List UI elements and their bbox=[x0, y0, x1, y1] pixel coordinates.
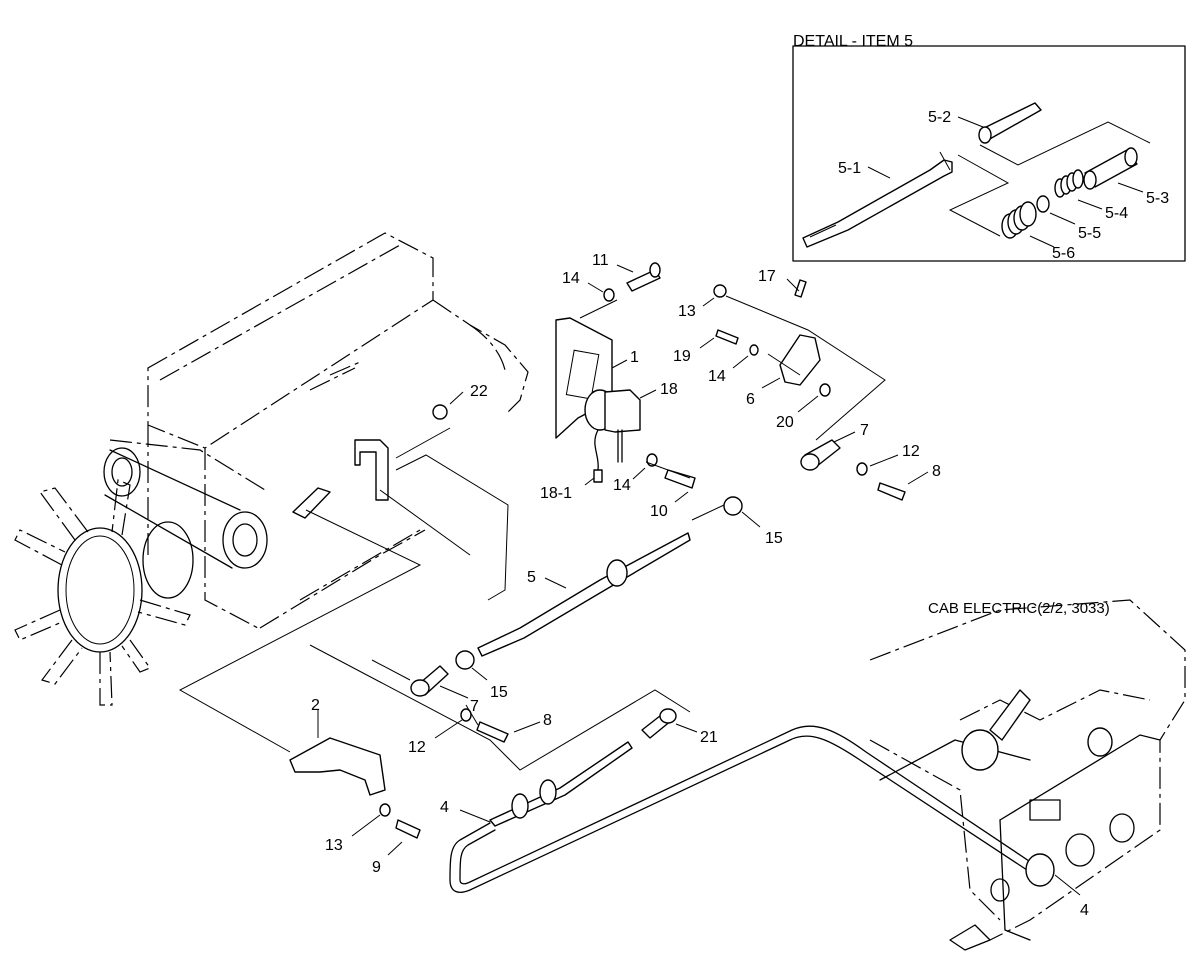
callout-14-top: 14 bbox=[562, 270, 580, 287]
nut-15a bbox=[723, 496, 743, 516]
callout-8-left: 8 bbox=[543, 712, 552, 729]
engine-outline bbox=[103, 232, 529, 629]
callout-9: 9 bbox=[372, 859, 381, 876]
callout-15-left: 15 bbox=[490, 684, 508, 701]
callout-17: 17 bbox=[758, 268, 776, 285]
bolt-19 bbox=[715, 329, 739, 345]
detail-washer-5-5 bbox=[1036, 195, 1050, 213]
callout-7-right: 7 bbox=[860, 422, 869, 439]
callout-labels: 11 14 1 18 18-1 14 10 17 13 19 14 6 20 7… bbox=[311, 252, 1110, 919]
detail-spring-5-6 bbox=[1001, 201, 1037, 239]
detail-rod-5-1 bbox=[802, 151, 953, 248]
lever-6 bbox=[779, 334, 821, 386]
callout-5-5: 5-5 bbox=[1078, 225, 1101, 242]
callout-14-mid: 14 bbox=[613, 477, 631, 494]
cab-electric-label: CAB ELECTRIC(2/2, 3033) bbox=[928, 600, 1110, 617]
callout-18-1: 18-1 bbox=[540, 485, 572, 502]
callout-4-left: 4 bbox=[440, 799, 449, 816]
throttle-cable-4 bbox=[449, 725, 1036, 893]
callout-5-4: 5-4 bbox=[1105, 205, 1128, 222]
engine-link bbox=[292, 487, 331, 519]
callout-19: 19 bbox=[673, 348, 691, 365]
nut-15b bbox=[455, 650, 475, 670]
nut-20 bbox=[819, 383, 831, 397]
bolt-11 bbox=[626, 262, 661, 292]
callout-20: 20 bbox=[776, 414, 794, 431]
callout-13-bottom: 13 bbox=[325, 837, 343, 854]
detail-sleeve-5-3 bbox=[1083, 147, 1138, 190]
nut-13a bbox=[713, 284, 727, 298]
pin-17 bbox=[794, 279, 807, 298]
solenoid-18 bbox=[584, 389, 641, 483]
detail-frame bbox=[792, 45, 1186, 262]
callout-13-top: 13 bbox=[678, 303, 696, 320]
cooling-fan bbox=[14, 479, 191, 706]
callout-22: 22 bbox=[470, 383, 488, 400]
rod-5 bbox=[477, 532, 691, 657]
callout-12-right: 12 bbox=[902, 443, 920, 460]
callout-14-right: 14 bbox=[708, 368, 726, 385]
callout-8-right: 8 bbox=[932, 463, 941, 480]
callout-4-right: 4 bbox=[1080, 902, 1089, 919]
callout-5-6: 5-6 bbox=[1052, 245, 1075, 262]
washer-14a bbox=[603, 288, 615, 302]
washer-12b bbox=[856, 462, 868, 476]
washer-12a bbox=[460, 708, 472, 722]
callout-5-1: 5-1 bbox=[838, 160, 861, 177]
callout-leaders bbox=[317, 264, 1081, 896]
callout-18: 18 bbox=[660, 381, 678, 398]
detail-item-5-box: DETAIL - ITEM 5 bbox=[792, 33, 1186, 262]
callout-7-left: 7 bbox=[470, 698, 479, 715]
washer-14b bbox=[749, 344, 759, 356]
callout-11: 11 bbox=[592, 252, 609, 269]
rod-end-7a bbox=[410, 665, 449, 697]
callout-10: 10 bbox=[650, 503, 668, 520]
detail-title: DETAIL - ITEM 5 bbox=[793, 33, 913, 50]
callout-5: 5 bbox=[527, 569, 536, 586]
callout-5-2: 5-2 bbox=[928, 109, 951, 126]
cab-console bbox=[869, 599, 1186, 951]
callout-21: 21 bbox=[700, 729, 718, 746]
detail-spring-5-4 bbox=[1054, 169, 1084, 198]
rod-end-21 bbox=[641, 708, 677, 739]
nut-22 bbox=[432, 404, 448, 420]
bracket-2 bbox=[289, 737, 386, 796]
bolt-8b bbox=[877, 482, 906, 501]
bolt-10 bbox=[664, 469, 696, 489]
callout-15-right: 15 bbox=[765, 530, 783, 547]
callout-1: 1 bbox=[630, 349, 639, 366]
rod-end-7b bbox=[800, 439, 841, 471]
detail-bolt-5-2 bbox=[978, 102, 1042, 144]
callout-12-left: 12 bbox=[408, 739, 426, 756]
bolt-8a bbox=[476, 721, 509, 743]
washer-13b bbox=[379, 803, 391, 817]
exploded-view-lines bbox=[178, 295, 886, 771]
bolt-9 bbox=[395, 819, 421, 839]
callout-5-3: 5-3 bbox=[1146, 190, 1169, 207]
callout-2: 2 bbox=[311, 697, 320, 714]
callout-6: 6 bbox=[746, 391, 755, 408]
bracket-upper bbox=[354, 439, 389, 501]
